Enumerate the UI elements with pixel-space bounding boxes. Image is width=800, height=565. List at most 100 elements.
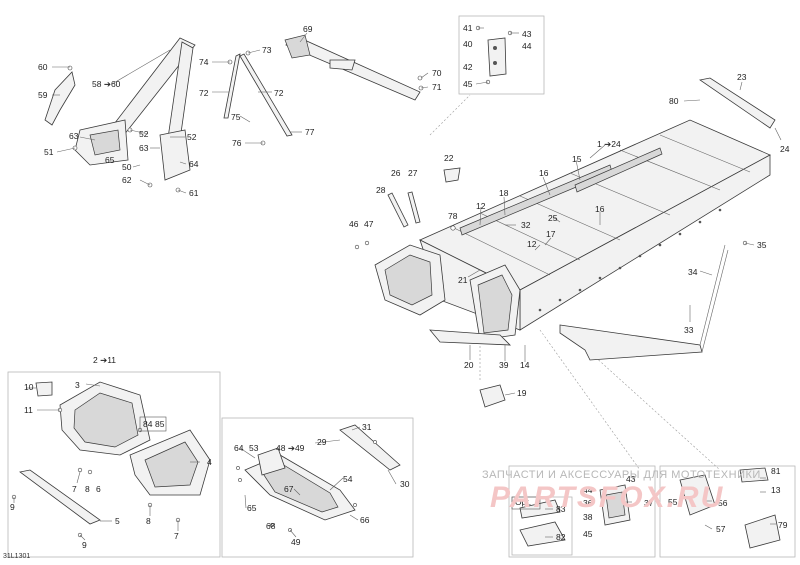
callout: 21 [458,275,468,285]
callout: 83 [556,504,566,514]
callout: 57 [716,524,726,534]
callout: 72 [199,88,209,98]
callout: 64 [189,159,199,169]
callout: 43 [626,474,636,484]
callout: 27 [408,168,418,178]
callout: 19 [517,388,527,398]
callout: 25 [548,213,558,223]
lower-right-parts [519,467,781,549]
steering-links [223,34,424,146]
callout: 16 [539,168,549,178]
callout: 28 [376,185,386,195]
callout: 30 [400,479,410,489]
callout: 32 [521,220,531,230]
callout: 56 [718,498,728,508]
callout: 5 [115,516,120,526]
callout: 47 [364,219,374,229]
front-frame-assembly [11,381,211,538]
callout: 58 ➔60 [92,79,121,89]
callout: 62 [122,175,132,185]
callout: 1 ➔24 [597,139,621,149]
callout: 44 [522,41,532,51]
callout: 61 [189,188,199,198]
skid-plate-assembly [236,424,401,532]
callout: 14 [520,360,530,370]
callout: 45 [463,79,473,89]
callout: 33 [684,325,694,335]
callout: 64 [234,443,244,453]
inset-frame-bracket [458,15,545,95]
callout: 75 [231,112,241,122]
callout: 17 [546,229,556,239]
drawing-code: 31L1301 [3,553,31,560]
callout: 29 [317,437,327,447]
callout: 22 [444,153,454,163]
callout: 7 [72,484,77,494]
callout: 3 [75,380,80,390]
callout: 66 [360,515,370,525]
callout: 23 [737,72,747,82]
callout: 13 [771,485,781,495]
callout: 59 [38,90,48,100]
callout: 65 [247,503,257,513]
callout: 40 [463,39,473,49]
label-box-84-85 [139,416,167,432]
callout: 60 [38,62,48,72]
label-box-opt [511,496,541,510]
callout: 11 [24,405,33,415]
callout-opt: Opt. [515,497,531,507]
callout: 78 [448,211,458,221]
callout: 37 [644,498,654,508]
callout: 20 [464,360,474,370]
callout: 4 [207,457,212,467]
callout: 35 [757,240,767,250]
inset-frame-lower-right-a [508,465,656,558]
callout: 77 [305,127,315,137]
callout: 12 [527,239,537,249]
callout: 63 [69,131,79,141]
inset-frame-skid-plate [221,417,414,558]
callout: 79 [778,520,788,530]
callout: 50 [122,162,132,172]
callout: 52 [187,132,197,142]
callout: 82 [556,532,566,542]
callout: 53 [249,443,259,453]
callout: 2 ➔11 [93,355,116,365]
callout: 9 [10,502,15,512]
callout: 84 [143,419,153,429]
callout: 72 [274,88,284,98]
callout: 6 [96,484,101,494]
callout: 31 [362,422,372,432]
callout: 41 [463,23,473,33]
callout: 46 [349,219,359,229]
callout: 70 [432,68,442,78]
callout: 80 [669,96,679,106]
callout: 24 [780,144,790,154]
callout: 9 [82,540,87,550]
callout: 49 [291,537,301,547]
callout: 42 [463,62,473,72]
inset-frame-lower-right-b [659,465,796,558]
callout: 48 ➔49 [276,443,305,453]
callout: 51 [44,147,54,157]
leader-to-bracket-inset [429,94,471,136]
callout: 45 [583,529,593,539]
callout: 7 [174,531,179,541]
callout: 69 [303,24,313,34]
bracket-assembly [475,25,513,85]
callout: 43 [522,29,532,39]
callout: 55 [668,497,678,507]
callout: 8 [85,484,90,494]
callout: 73 [262,45,272,55]
callout: 65 [105,155,115,165]
callout: 81 [771,466,781,476]
main-chassis-tunnel [374,77,776,346]
inset-frame-front-frame [7,371,221,558]
callout: 54 [343,474,353,484]
callout: 10 [24,382,34,392]
callout: 76 [232,138,242,148]
callout: 71 [432,82,442,92]
callout: 8 [146,516,151,526]
callout: 34 [688,267,698,277]
